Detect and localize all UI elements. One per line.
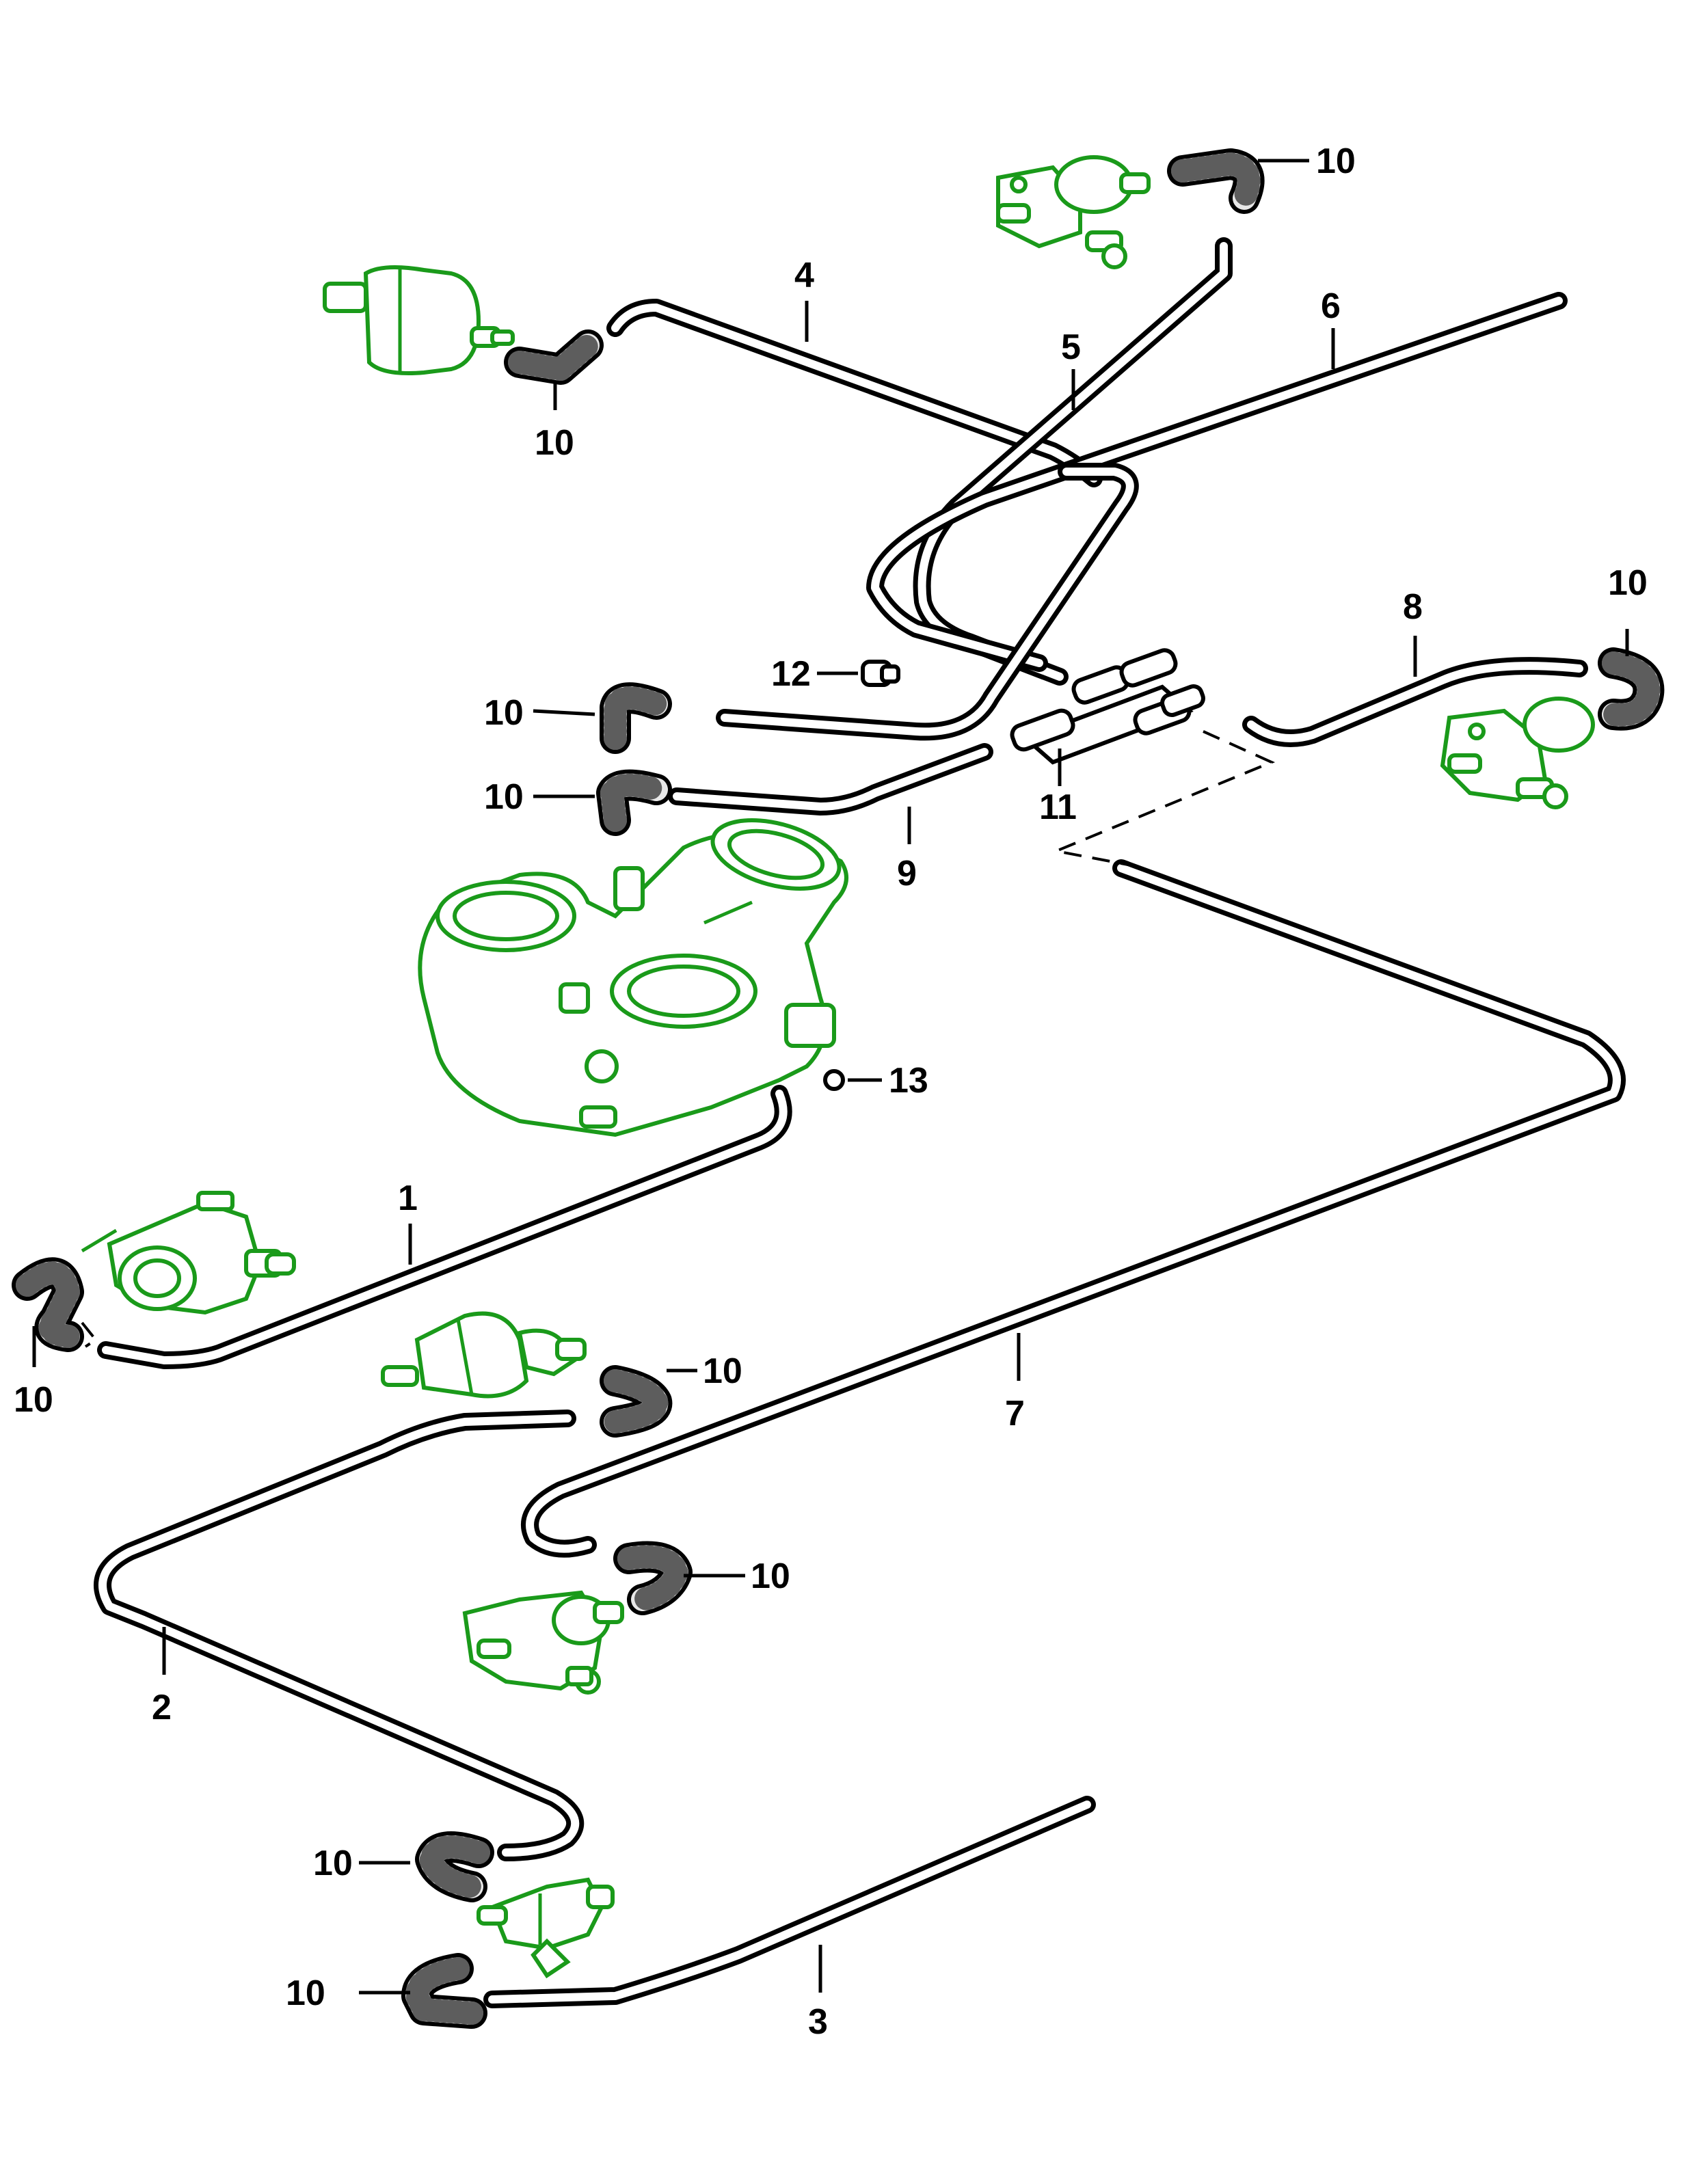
dashed-route-line <box>1051 730 1276 866</box>
valve-top-right <box>996 155 1151 269</box>
elbow-right <box>1598 647 1665 731</box>
callout-3: 3 <box>808 2002 828 2042</box>
hose-3 <box>483 1796 1096 2008</box>
callout-10-bottom-lower: 10 <box>286 1973 325 2013</box>
callout-6: 6 <box>1321 286 1341 326</box>
callout-1: 1 <box>398 1178 418 1218</box>
hose-9 <box>668 743 993 815</box>
callout-12: 12 <box>771 654 811 694</box>
callout-8: 8 <box>1403 587 1423 627</box>
callout-10-top-right: 10 <box>1316 141 1356 181</box>
callout-10-bottom-upper: 10 <box>313 1844 353 1883</box>
callout-10-left: 10 <box>14 1380 53 1420</box>
callout-10-mid-upper: 10 <box>484 693 524 733</box>
callout-7: 7 <box>1005 1394 1025 1433</box>
elbow-bottom-lower <box>401 1953 487 2029</box>
elbow-lower-center <box>613 1541 693 1615</box>
dashed-route-line-left <box>81 1321 98 1348</box>
check-valve-center <box>381 1311 587 1399</box>
filter-top-left <box>323 265 515 375</box>
hose-2 <box>94 1410 585 1861</box>
valve-left <box>81 1191 296 1315</box>
elbow-bottom-upper <box>415 1831 494 1902</box>
callout-10-top-left: 10 <box>535 423 574 463</box>
elbow-mid-lower <box>596 769 672 836</box>
valve-right <box>1440 697 1595 809</box>
callout-11: 11 <box>1039 787 1077 827</box>
callout-9: 9 <box>897 854 917 893</box>
callout-5: 5 <box>1061 327 1081 367</box>
distributor-11 <box>1010 648 1205 765</box>
hose-loop <box>716 463 1139 741</box>
elbow-top-right <box>1167 148 1265 214</box>
hose-1 <box>97 1085 792 1369</box>
cap-13 <box>823 1069 845 1091</box>
callout-10-center: 10 <box>703 1351 742 1391</box>
leader-lines <box>32 159 1629 1995</box>
elbow-center <box>600 1365 673 1438</box>
callout-10-lower-center: 10 <box>751 1556 790 1596</box>
valve-lower-center <box>462 1590 624 1695</box>
hose-6 <box>866 292 1568 672</box>
throttle-body <box>418 818 848 1137</box>
hose-7 <box>521 859 1626 1558</box>
callout-13: 13 <box>889 1061 928 1101</box>
valve-bottom <box>477 1877 615 1979</box>
callout-10-mid-lower: 10 <box>484 777 524 817</box>
elbow-mid-upper <box>600 682 672 754</box>
callout-4: 4 <box>794 256 814 295</box>
elbow-top-left <box>504 329 604 385</box>
elbow-left <box>12 1257 84 1352</box>
hose-8 <box>1242 657 1588 747</box>
plug-12 <box>861 660 900 687</box>
callout-10-right: 10 <box>1608 563 1648 603</box>
callout-2: 2 <box>152 1688 172 1727</box>
